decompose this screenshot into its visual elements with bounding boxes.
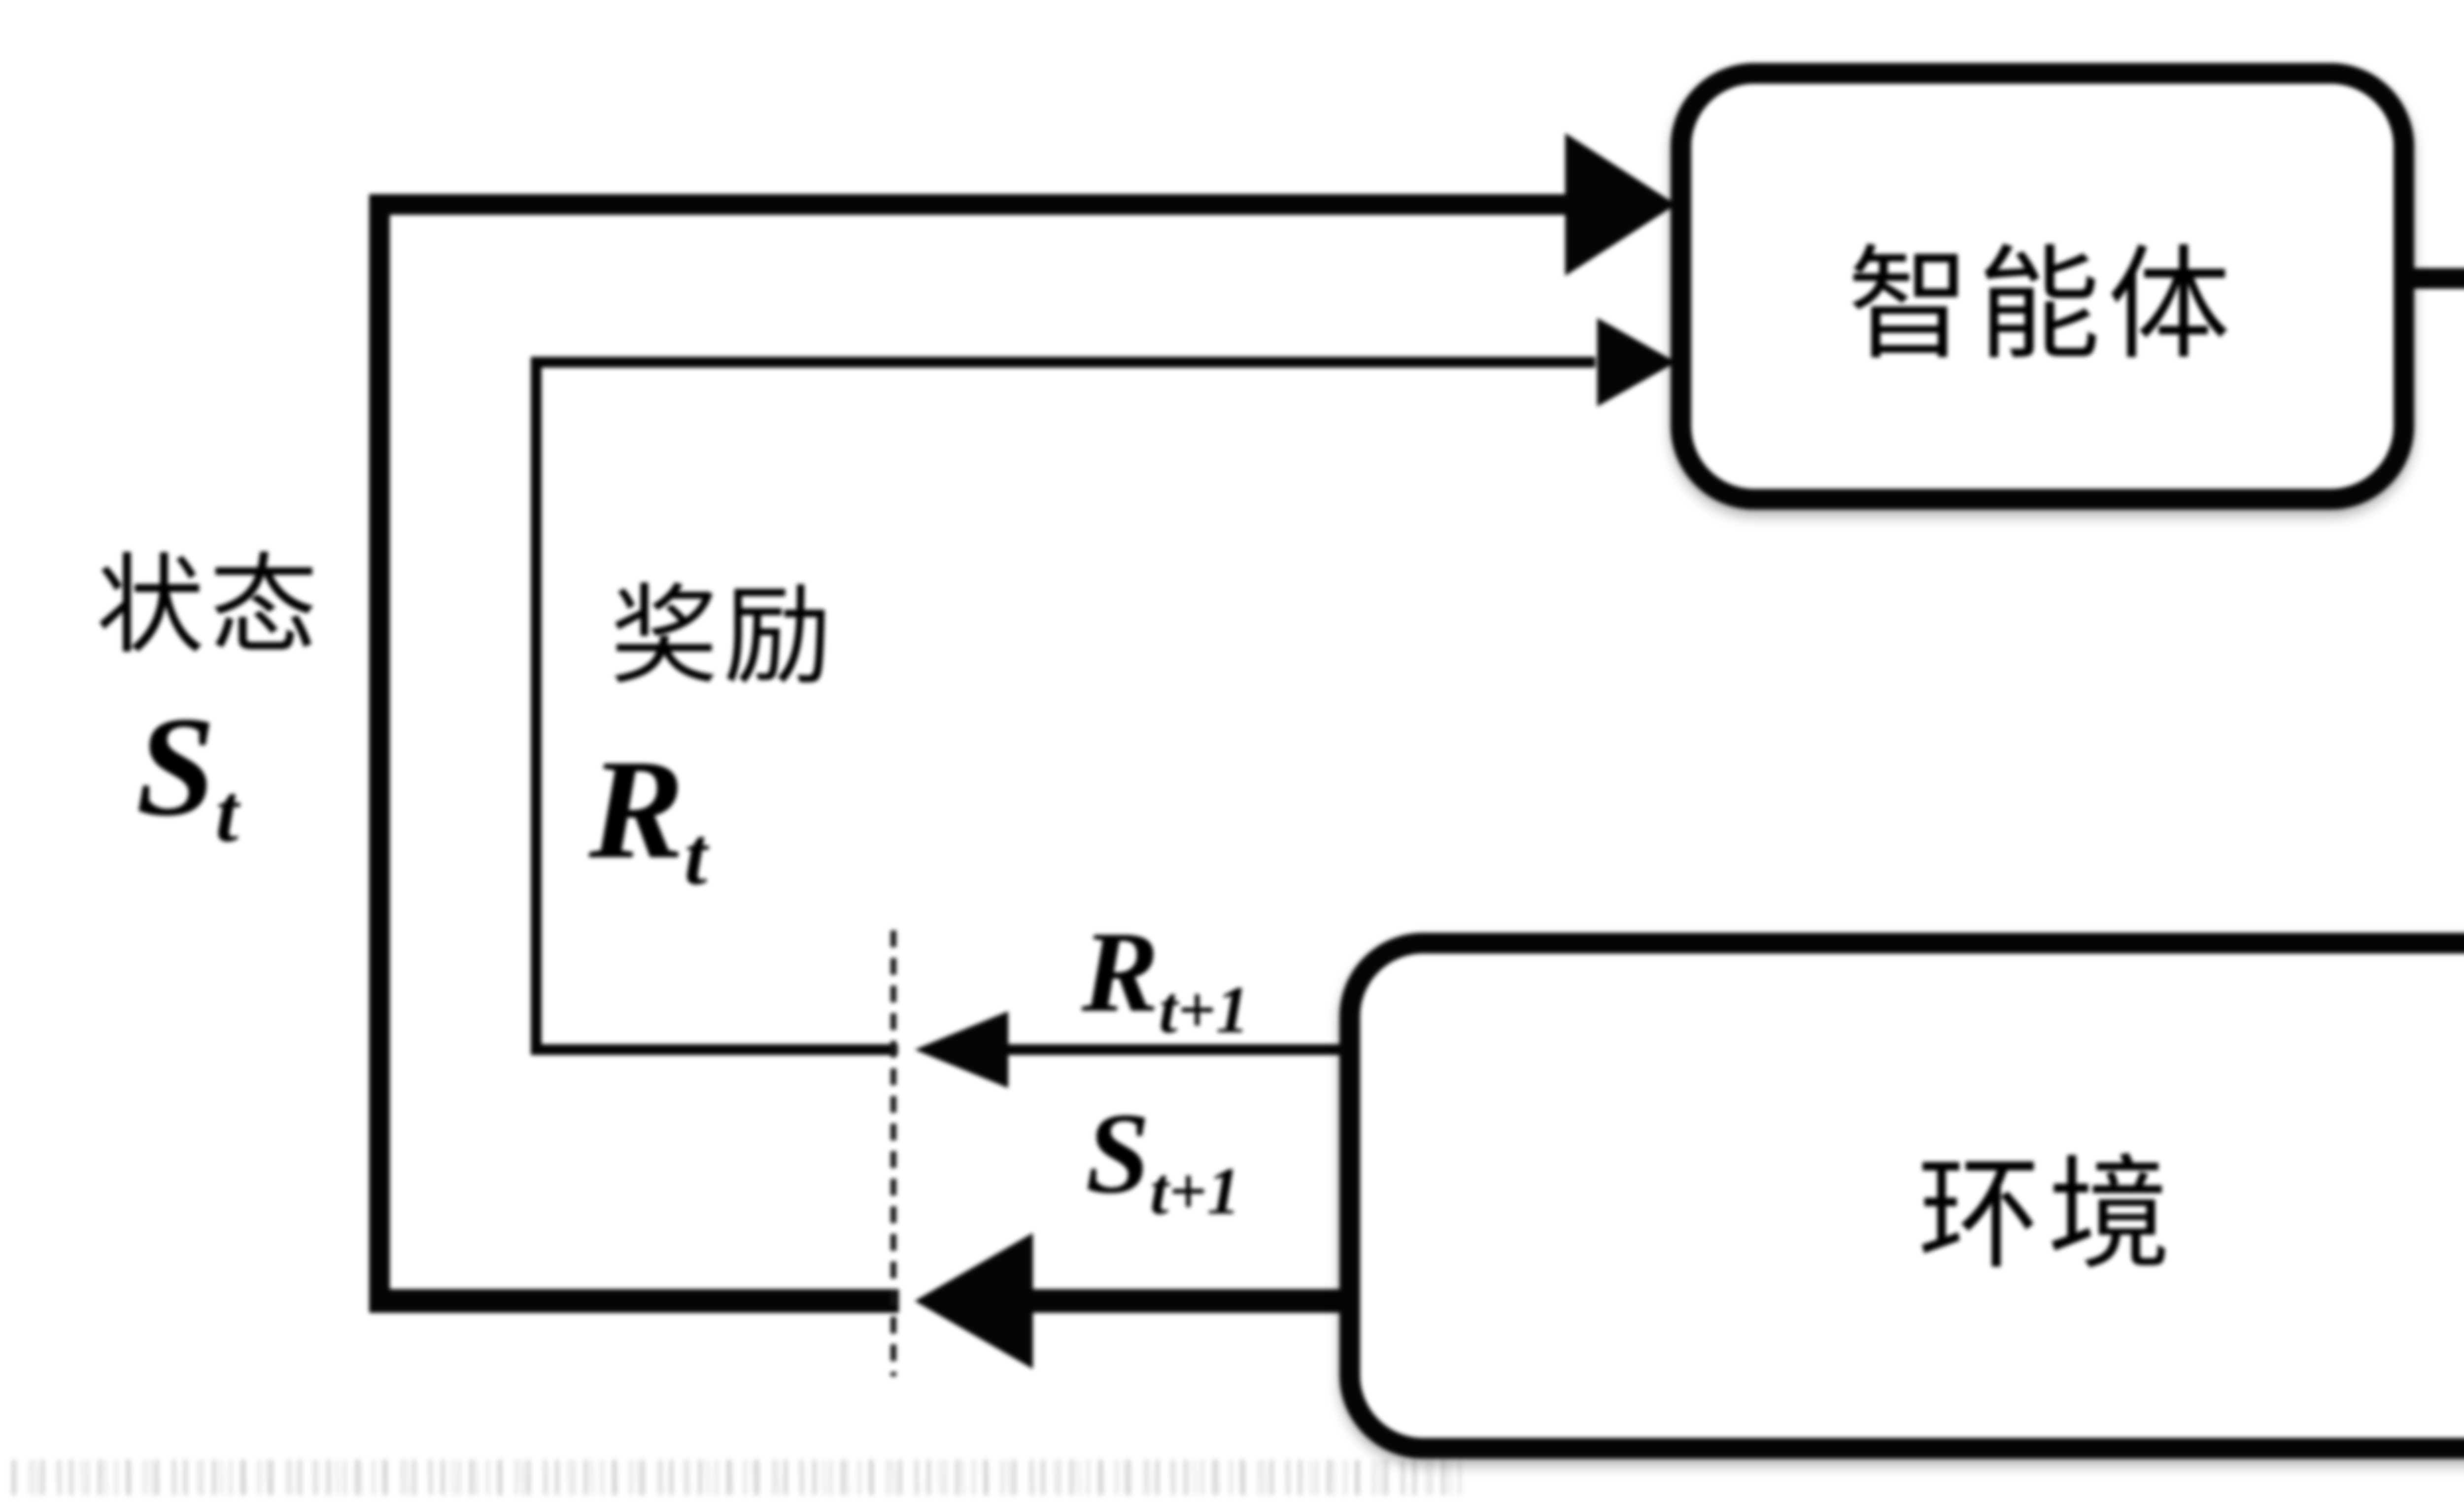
agent-node: 智能体 — [1671, 63, 2414, 510]
reward-line-vertical — [531, 357, 542, 1055]
state-label: 状态 — [96, 545, 323, 666]
state-to-agent-arrowhead-icon — [1565, 133, 1676, 276]
reward-to-agent-arrowhead-icon — [1597, 318, 1676, 407]
reward-symbol-base: R — [588, 730, 684, 888]
next-state-arrowhead-icon — [915, 1233, 1033, 1369]
environment-node: 环境 — [1339, 933, 2464, 1459]
next-reward-symbol: Rt+1 — [1081, 905, 1249, 1044]
next-reward-line — [1005, 1044, 1350, 1055]
reward-symbol-subscript: t — [684, 810, 708, 902]
state-symbol-base: S — [136, 687, 216, 846]
next-reward-arrowhead-icon — [915, 1011, 1008, 1088]
state-line-vertical — [369, 194, 390, 1312]
next-state-symbol-base: S — [1085, 1089, 1150, 1217]
time-divider-dashed-line — [890, 930, 896, 1376]
agent-label: 智能体 — [1847, 236, 2238, 374]
cropped-caption-artifact — [12, 1460, 1466, 1495]
next-state-symbol-subscript: t+1 — [1150, 1154, 1241, 1229]
next-reward-symbol-subscript: t+1 — [1159, 973, 1250, 1047]
reward-line-bottom-horizontal — [531, 1044, 898, 1055]
next-reward-symbol-base: R — [1081, 908, 1159, 1036]
next-state-line — [1030, 1289, 1350, 1313]
next-state-symbol: St+1 — [1085, 1087, 1240, 1225]
state-line-bottom-horizontal — [369, 1289, 899, 1313]
reward-symbol: Rt — [588, 727, 707, 898]
reward-label: 奖励 — [610, 576, 837, 697]
state-line-top-horizontal — [369, 194, 1572, 215]
state-symbol: St — [136, 684, 239, 855]
environment-label: 环境 — [1917, 1145, 2178, 1283]
state-symbol-subscript: t — [215, 767, 239, 859]
reward-line-top-horizontal — [531, 357, 1595, 368]
